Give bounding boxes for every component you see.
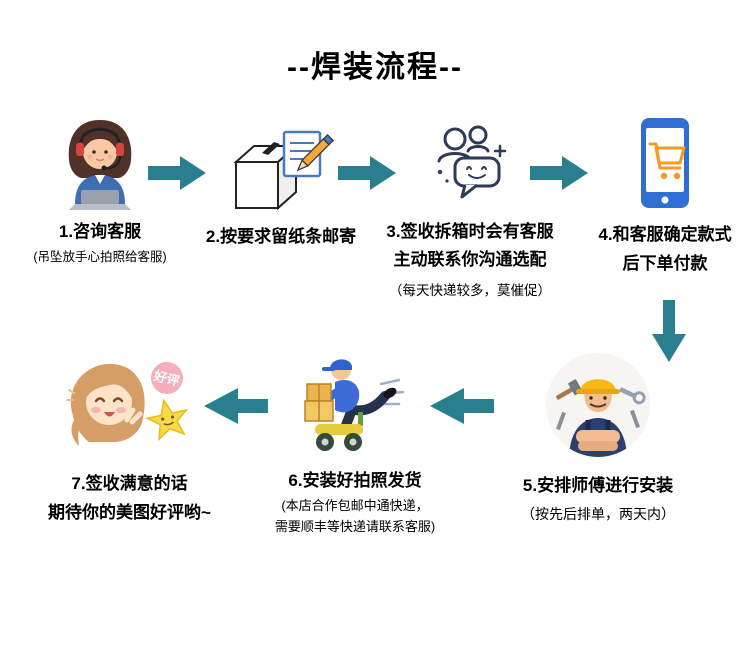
step-7-good-review: 好评 7.签收满意的话 期待你的美图好评哟~ xyxy=(22,354,237,528)
step-6-subtext-line2: 需要顺丰等快递请联系客服) xyxy=(274,518,436,534)
review-badge-text: 好评 xyxy=(151,368,181,389)
step-3-label-line2: 主动联系你沟通选配 xyxy=(393,250,547,270)
step-6-label: 6.安装好拍照发货 xyxy=(288,471,422,490)
step-6-shipping: 6.安装好拍照发货 (本店合作包邮中通快递， 需要顺丰等快递请联系客服) xyxy=(250,350,460,537)
arrow-left-icon xyxy=(204,388,268,424)
package-note-pencil-icon xyxy=(232,130,334,211)
step-4-label: 4.和客服确定款式 xyxy=(598,225,732,244)
phone-shopping-cart-icon xyxy=(641,118,689,208)
arrow-right-icon xyxy=(338,156,396,190)
step-1-subtext: (吊坠放手心拍照给客服) xyxy=(33,249,167,264)
step-3-label: 3.签收拆箱时会有客服 xyxy=(386,222,554,241)
people-chatting-icon xyxy=(437,125,507,199)
arrow-right-icon xyxy=(530,156,588,190)
worker-with-tools-icon xyxy=(546,353,650,457)
customer-service-agent-icon xyxy=(68,120,132,210)
step-1-consult-service: 1.咨询客服 (吊坠放手心拍照给客服) xyxy=(10,112,190,267)
arrow-left-icon xyxy=(430,388,494,424)
step-2-mail-package: 2.按要求留纸条邮寄 xyxy=(186,128,376,252)
arrow-right-icon xyxy=(148,156,206,190)
step-7-label-line2: 期待你的美图好评哟~ xyxy=(48,502,211,522)
arrow-down-icon xyxy=(652,300,686,362)
step-2-label: 2.按要求留纸条邮寄 xyxy=(205,227,357,246)
step-1-label: 1.咨询客服 xyxy=(58,222,142,241)
page-title: --焊装流程-- xyxy=(287,51,463,84)
step-5-installation: 5.安排师傅进行安装 （按先后排单，两天内） xyxy=(498,350,698,525)
step-5-label: 5.安排师傅进行安装 xyxy=(522,476,674,495)
step-5-subtext: （按先后排单，两天内） xyxy=(521,505,675,522)
step-3-subtext: （每天快递较多，莫催促） xyxy=(389,283,551,299)
step-6-subtext-line1: (本店合作包邮中通快递， xyxy=(281,497,429,513)
step-4-label-line2: 后下单付款 xyxy=(622,253,708,273)
step-3-service-contact: 3.签收拆箱时会有客服 主动联系你沟通选配 （每天快递较多，莫催促） xyxy=(372,120,568,302)
delivery-courier-icon xyxy=(304,359,405,451)
happy-girl-review-star-icon: 好评 xyxy=(65,362,188,446)
step-7-label: 7.签收满意的话 xyxy=(71,474,188,493)
step-4-confirm-order: 4.和客服确定款式 后下单付款 xyxy=(582,116,748,279)
